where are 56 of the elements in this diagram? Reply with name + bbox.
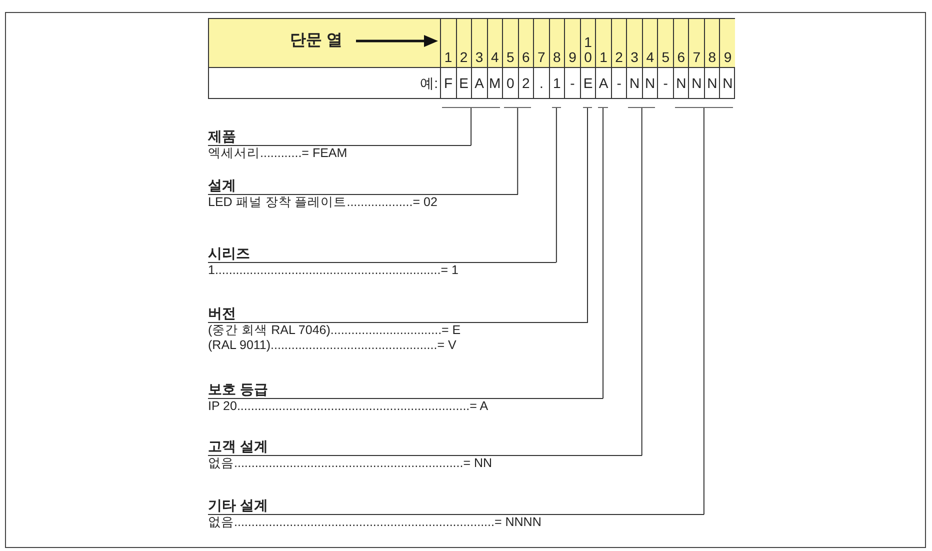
bracket-line bbox=[582, 107, 592, 108]
bracket-line bbox=[674, 107, 733, 108]
code-character: . bbox=[533, 68, 549, 98]
leader-line bbox=[556, 108, 557, 263]
code-character: M bbox=[486, 68, 502, 98]
leader-line bbox=[703, 108, 704, 515]
code-character: A bbox=[471, 68, 487, 98]
section-heading: 기타 설계 bbox=[208, 496, 704, 515]
row-title: 단문 열 bbox=[290, 31, 342, 51]
column-number: 9 bbox=[719, 19, 735, 67]
section-heading: 설계 bbox=[208, 176, 518, 195]
option-text: (중간 회색 RAL 7046)................................= E bbox=[208, 323, 462, 338]
code-character: 2 bbox=[518, 68, 534, 98]
leader-line bbox=[602, 108, 604, 399]
leader-line bbox=[470, 108, 472, 146]
bracket-line bbox=[628, 107, 656, 108]
option-text: IP 20...................................................................= A bbox=[208, 399, 490, 414]
option-text: LED 패널 장착 플레이트...................= 02 bbox=[208, 195, 438, 210]
leader-line bbox=[517, 108, 518, 195]
code-character: - bbox=[610, 68, 626, 98]
option-text: 없음..................................................................= NN bbox=[208, 456, 494, 471]
code-character: N bbox=[626, 68, 642, 98]
leader-line bbox=[587, 108, 588, 323]
code-character: N bbox=[642, 68, 658, 98]
code-character: N bbox=[672, 68, 688, 98]
code-character: F bbox=[440, 68, 456, 98]
option-text: (RAL 9011)................................................= V bbox=[208, 338, 458, 353]
section-heading: 버전 bbox=[208, 304, 588, 323]
code-character: N bbox=[704, 68, 720, 98]
code-character: N bbox=[688, 68, 704, 98]
code-character: 0 bbox=[502, 68, 518, 98]
bracket-line bbox=[442, 107, 500, 108]
section-heading: 고객 설계 bbox=[208, 437, 642, 456]
section-heading: 보호 등급 bbox=[208, 380, 604, 399]
bracket-line bbox=[598, 107, 608, 108]
column-number: 1 0 bbox=[580, 19, 596, 67]
leader-line bbox=[641, 108, 642, 456]
section-heading: 시리즈 bbox=[208, 244, 556, 263]
code-character: E bbox=[456, 68, 472, 98]
column-number: 4 bbox=[642, 19, 658, 67]
option-text: 1.................................................................= 1 bbox=[208, 263, 460, 278]
bracket-line bbox=[504, 107, 532, 108]
code-character: N bbox=[719, 68, 735, 98]
code-character: - bbox=[657, 68, 673, 98]
option-text: 없음...........................................................................= NNNN bbox=[208, 515, 542, 530]
code-character: A bbox=[595, 68, 611, 98]
column-number: 8 bbox=[704, 19, 720, 67]
code-character: - bbox=[564, 68, 580, 98]
column-number: 2 bbox=[610, 19, 626, 67]
section-heading: 제품 bbox=[208, 127, 472, 146]
code-character: E bbox=[580, 68, 596, 98]
column-number: 6 bbox=[672, 19, 688, 67]
example-prefix: 예: bbox=[419, 74, 438, 93]
bracket-line bbox=[552, 107, 562, 108]
option-text: 엑세서리............= FEAM bbox=[208, 146, 348, 161]
code-character: 1 bbox=[548, 68, 564, 98]
